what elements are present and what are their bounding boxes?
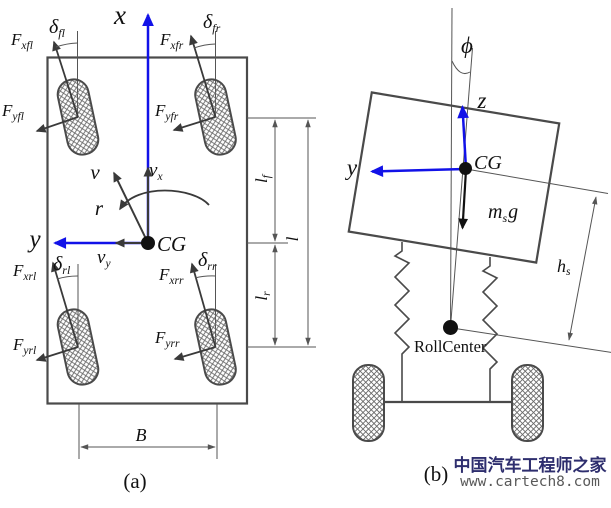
yaw-rate-arc [119, 189, 210, 211]
cg-point-b [459, 162, 472, 175]
fxrl-label: Fxrl [12, 261, 36, 283]
y-axis-label-b: y [345, 155, 358, 180]
cg-point [141, 236, 155, 250]
velocity-v-arrow [113, 171, 149, 244]
spring-right [481, 257, 499, 402]
roll-angle-label: ϕ [461, 33, 473, 58]
dimension-lines-a [78, 117, 316, 459]
vertical-reference-line [450, 7, 453, 328]
roll-center-point [443, 320, 458, 335]
x-axis-label: x [113, 0, 126, 30]
fxfl-arrow [52, 40, 79, 118]
fyfl-label: Fyfl [1, 101, 24, 123]
fyrl-label: Fyrl [12, 335, 36, 357]
wheel-left-b [352, 364, 385, 442]
roll-axis-line [450, 47, 473, 328]
spring-left [393, 242, 411, 402]
track-b-label: B [136, 425, 147, 445]
delta-rl-label: δrl [53, 253, 71, 277]
hs-dim-label: hs [557, 256, 571, 278]
hs-dimension-lines [451, 168, 611, 353]
lr-dim-label: lr [252, 291, 273, 301]
y-axis-label: y [26, 226, 41, 253]
panel-a-top-view: x y CG v vx vy r δfl δfr δrl δrr Fxfl Fy… [1, 0, 316, 493]
watermark: 中国汽车工程师之家 www.cartech8.com [454, 455, 607, 490]
steer-angle-arcs [55, 42, 216, 280]
roll-angle-arc [451, 60, 471, 75]
velocity-vy-label: vy [97, 247, 111, 270]
yaw-rate-label: r [95, 196, 104, 220]
steer-reference-lines [77, 31, 216, 347]
fxrl-arrow [51, 261, 79, 348]
caption-b: (b) [424, 462, 449, 486]
roll-center-label: RollCenter [414, 337, 487, 356]
wheel-right-b [511, 364, 544, 442]
cg-label-b: CG [474, 152, 502, 174]
delta-fr-label: δfr [203, 11, 221, 35]
watermark-url: www.cartech8.com [460, 474, 600, 490]
fyfr-arrow [172, 116, 216, 132]
hs-dimension [567, 196, 598, 341]
fyrr-arrow [173, 346, 216, 361]
l-dim-label: l [283, 236, 302, 241]
fxrl-lateral-arrow [35, 346, 79, 362]
lf-dim-label: lf [252, 173, 273, 183]
fxfr-arrow [189, 34, 217, 118]
gravity-arrow [458, 169, 469, 230]
fyrr-label: Fyrr [154, 328, 180, 350]
z-axis-arrow [457, 105, 469, 170]
gravity-label: msg [488, 201, 518, 225]
velocity-v-label: v [90, 160, 100, 184]
fyfl-arrow [35, 116, 79, 133]
y-axis-arrow-b [370, 165, 466, 178]
watermark-chinese: 中国汽车工程师之家 [454, 455, 607, 475]
fxrr-label: Fxrr [158, 265, 184, 287]
delta-rr-label: δrr [198, 249, 217, 273]
sprung-mass-body [347, 91, 561, 264]
caption-a: (a) [123, 469, 146, 493]
fxfr-label: Fxfr [159, 30, 184, 52]
fxfl-label: Fxfl [10, 30, 33, 52]
velocity-vx-label: vx [149, 160, 163, 183]
fyfr-label: Fyfr [154, 101, 179, 123]
z-axis-label: z [477, 88, 487, 113]
delta-fl-label: δfl [49, 16, 66, 40]
panel-b-roll-view: ϕ z y CG msg hs RollCenter (b) [345, 7, 611, 486]
cg-label: CG [157, 232, 186, 256]
